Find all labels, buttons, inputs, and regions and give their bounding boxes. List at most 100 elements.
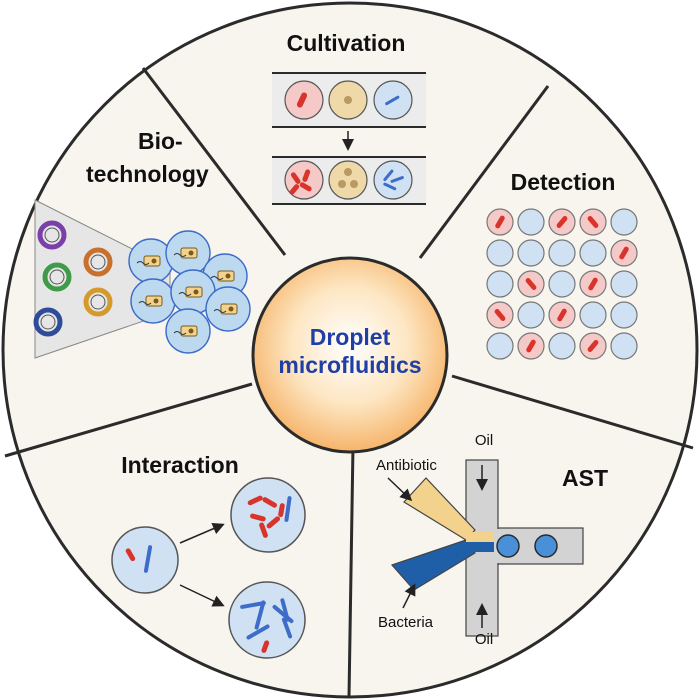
section-title-biotech-line1: Bio- xyxy=(138,128,183,154)
interaction-blue-bacterium-4 xyxy=(246,624,270,640)
divider-left xyxy=(4,382,253,458)
interaction-red-bacterium-6 xyxy=(278,503,285,518)
detection-bacterium xyxy=(587,216,599,228)
section-title-interaction: Interaction xyxy=(121,452,239,478)
biotech-flagellum xyxy=(173,331,187,335)
center-title-line1: Droplet xyxy=(310,324,391,350)
divider-bottom xyxy=(347,445,355,698)
divider-top-right xyxy=(418,85,550,259)
cultivation-bacterium-blue xyxy=(385,95,400,106)
plasmid-navy-inner xyxy=(40,314,56,330)
biotech-flagellum xyxy=(136,261,150,265)
cultivation-cell-tan-after-2 xyxy=(338,180,346,188)
cultivation-bacterium-red-after-2 xyxy=(302,169,311,182)
interaction-blue-bacterium-top xyxy=(284,496,292,522)
interaction-arrow-up xyxy=(179,523,225,544)
section-title-detection: Detection xyxy=(511,169,616,195)
detection-droplet-blue xyxy=(610,332,638,360)
ast-coflow-yellow xyxy=(466,532,494,542)
interaction-blue-bacterium-6 xyxy=(280,598,290,622)
detection-droplet-blue xyxy=(579,239,607,267)
detection-bacterium xyxy=(525,278,537,290)
detection-bacterium xyxy=(494,309,506,321)
cultivation-cell-tan-after-3 xyxy=(350,180,358,188)
detection-bacterium xyxy=(556,216,568,228)
cultivation-droplet-tan-after xyxy=(328,160,368,200)
plasmid-green xyxy=(42,262,72,292)
cultivation-illustration xyxy=(272,72,426,205)
biotech-flagellum xyxy=(138,301,152,305)
detection-droplet-blue xyxy=(486,270,514,298)
section-title-cultivation: Cultivation xyxy=(287,30,406,56)
biotech-flagellum xyxy=(210,276,224,280)
detection-bacterium xyxy=(587,340,599,352)
ast-antibiotic-arrow xyxy=(387,477,413,502)
ast-coflow-blue xyxy=(466,542,494,552)
biotech-cell-nucleus xyxy=(225,273,231,279)
cultivation-bacterium-red-after-1 xyxy=(290,172,301,184)
detection-droplet-blue xyxy=(610,301,638,329)
plasmid-navy xyxy=(33,307,63,337)
ast-droplet-1 xyxy=(496,534,520,558)
interaction-illustration xyxy=(111,477,306,659)
interaction-start-red-bacterium xyxy=(125,548,136,562)
biotech-cell-nucleus xyxy=(193,289,199,295)
ast-label-oil-bottom: Oil xyxy=(475,631,493,648)
plasmid-orange xyxy=(83,247,113,277)
plasmid-amber-inner xyxy=(90,294,106,310)
biotech-cell-nucleus xyxy=(188,250,194,256)
detection-droplet-blue xyxy=(548,239,576,267)
detection-droplet-blue xyxy=(548,270,576,298)
interaction-blue-bacterium-5 xyxy=(281,617,293,639)
biotechnology-illustration xyxy=(33,199,251,359)
cultivation-cell-tan xyxy=(344,96,352,104)
detection-droplet-blue xyxy=(517,239,545,267)
interaction-red-bacterium-5 xyxy=(259,522,268,538)
detection-droplet-blue xyxy=(548,332,576,360)
ast-bacteria-inlet xyxy=(390,539,476,591)
cultivation-bacterium-red-after-4 xyxy=(289,184,300,195)
ast-illustration: Oil Antibiotic Bacteria Oil xyxy=(376,432,584,648)
ast-label-antibiotic: Antibiotic xyxy=(376,457,437,474)
detection-droplet-blue xyxy=(610,270,638,298)
section-title-biotech-line2: technology xyxy=(86,161,209,187)
divider-right xyxy=(451,374,694,450)
interaction-red-bacterium-3 xyxy=(250,513,266,522)
detection-droplet-blue xyxy=(579,301,607,329)
interaction-blue-bacterium-2 xyxy=(254,600,266,630)
biotech-flagellum xyxy=(173,253,187,257)
ast-antibiotic-inlet xyxy=(403,477,476,541)
biotech-droplet-cluster xyxy=(128,230,251,354)
plasmid-amber xyxy=(83,287,113,317)
detection-droplet-array xyxy=(486,208,638,360)
plasmid-orange-inner xyxy=(90,254,106,270)
biotech-flagellum xyxy=(213,309,227,313)
cultivation-cell-tan-after-1 xyxy=(344,168,352,176)
cultivation-bacterium-blue-after-2 xyxy=(390,176,404,183)
biotech-cell-nucleus xyxy=(153,298,159,304)
detection-droplet-blue xyxy=(610,208,638,236)
ast-droplet-2 xyxy=(534,534,558,558)
cultivation-bacterium-blue-after-1 xyxy=(383,169,394,182)
interaction-droplet-start xyxy=(111,526,179,594)
divider-top-left xyxy=(141,67,287,256)
sector-dividers xyxy=(4,67,694,698)
detection-bacterium xyxy=(526,339,536,353)
interaction-arrow-down xyxy=(179,584,225,607)
center-circle xyxy=(251,256,449,454)
ast-bacteria-arrow xyxy=(402,583,416,609)
biotech-cell-nucleus xyxy=(228,306,234,312)
ast-label-oil-top: Oil xyxy=(475,432,493,449)
cultivation-bacterium-blue-after-3 xyxy=(383,182,397,191)
interaction-red-bacterium-4 xyxy=(266,516,281,529)
interaction-start-blue-bacterium xyxy=(143,545,153,573)
interaction-droplet-red-dominant xyxy=(230,477,306,553)
cultivation-bacterium-red xyxy=(296,92,308,108)
interaction-red-bacterium-2 xyxy=(262,497,278,508)
biotech-flagellum xyxy=(178,292,192,296)
biotech-cell-nucleus xyxy=(151,258,157,264)
detection-bacterium xyxy=(495,215,505,229)
detection-droplet-blue xyxy=(517,301,545,329)
plasmid-purple xyxy=(37,220,67,250)
